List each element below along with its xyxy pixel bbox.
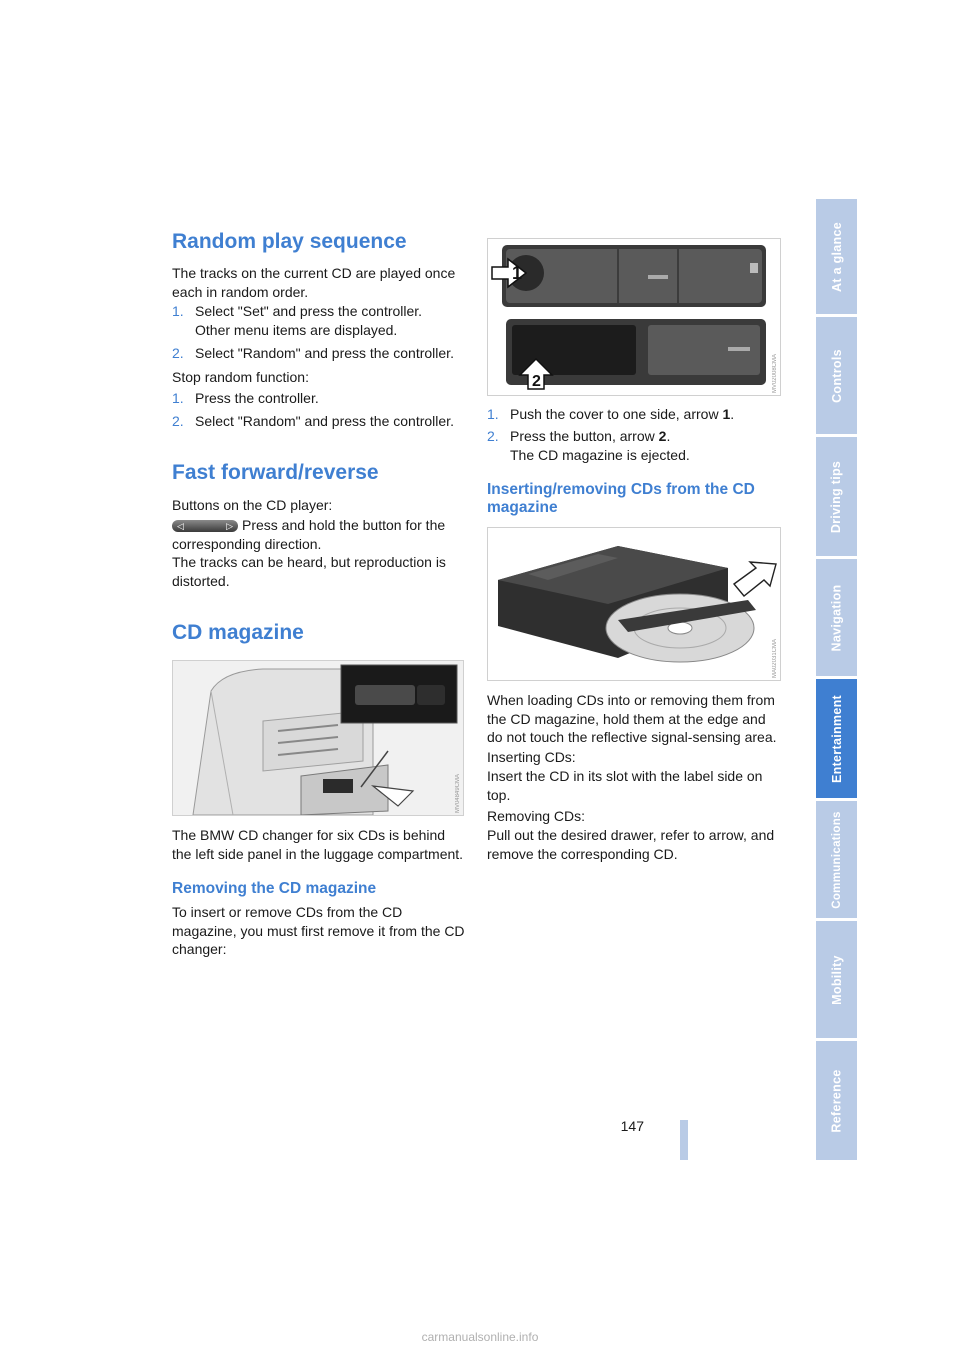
tab-navigation[interactable]: Navigation [816,559,857,676]
figure-code: MV04849CMA [455,773,461,813]
stop-random-label: Stop random function: [172,369,309,385]
fast-intro: Buttons on the CD player: [172,497,333,513]
removing-magazine-text: To insert or remove CDs from the CD maga… [172,904,465,957]
figure-code: MV02008CMA [772,353,778,393]
tab-entertainment[interactable]: Entertainment [816,679,857,798]
figure-code: MA02031CMA [772,638,778,678]
random-step-1: 1.Select "Set" and press the controller.… [172,303,423,338]
inserting-removing-title: Inserting/removing CDs from the CD magaz… [487,481,755,516]
tab-communications[interactable]: Communications [816,801,857,918]
magazine-caption: The BMW CD changer for six CDs is behind… [172,827,464,862]
tab-controls[interactable]: Controls [816,317,857,434]
tab-at-a-glance[interactable]: At a glance [816,199,857,314]
random-play-title: Random play sequence [172,230,407,253]
magazine-eject-figure: 1 2 MV02008CMA [487,238,781,396]
tab-driving-tips[interactable]: Driving tips [816,437,857,556]
removing-text: Pull out the desired drawer, refer to ar… [487,827,775,862]
magazine-eject-illustration: 1 2 [488,239,780,395]
stop-step-2: 2.Select "Random" and press the controll… [172,413,454,429]
footer-watermark: carmanualsonline.info [421,1330,539,1344]
stop-step-1: 1.Press the controller. [172,390,319,406]
inserting-text: Insert the CD in its slot with the label… [487,768,763,803]
arrow-2-label: 2 [532,373,541,390]
eject-step-1: 1.Push the cover to one side, arrow 1. [487,406,735,422]
inserting-label: Inserting CDs: [487,749,576,765]
fast-body: ◁▷Press and hold the button for the corr… [172,517,446,589]
removing-label: Removing CDs: [487,808,586,824]
cd-magazine-title: CD magazine [172,621,304,644]
cd-drawer-illustration [488,528,780,680]
luggage-compartment-figure: MV04849CMA [172,660,464,816]
page-marker-bar [680,1120,688,1160]
tab-mobility[interactable]: Mobility [816,921,857,1038]
removing-magazine-title: Removing the CD magazine [172,880,377,897]
eject-step-2: 2.Press the button, arrow 2. The CD maga… [487,428,690,463]
random-intro: The tracks on the current CD are played … [172,265,456,300]
cd-drawer-figure: MA02031CMA [487,527,781,681]
page-number: 147 [620,1118,644,1134]
luggage-compartment-illustration [173,661,463,815]
insert-intro: When loading CDs into or removing them f… [487,692,777,745]
seek-button-icon: ◁▷ [172,520,238,533]
tab-reference[interactable]: Reference [816,1041,857,1160]
random-step-2: 2.Select "Random" and press the controll… [172,345,454,361]
arrow-1-label: 1 [512,263,522,283]
fast-forward-title: Fast forward/reverse [172,461,379,484]
